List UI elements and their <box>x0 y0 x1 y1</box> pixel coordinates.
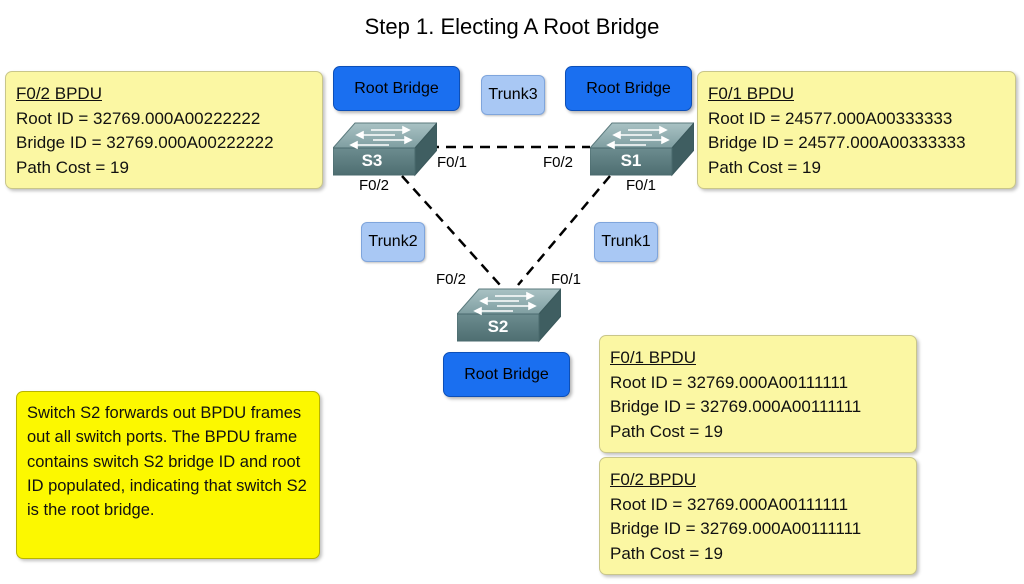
trunk1-label: Trunk1 <box>594 222 658 262</box>
diagram-title: Step 1. Electing A Root Bridge <box>364 14 660 39</box>
bpdu-bridge-id: Bridge ID = 32769.000A00222222 <box>16 133 274 152</box>
switch-s3[interactable]: S3 <box>333 122 437 176</box>
bpdu-header: F0/2 BPDU <box>16 84 102 103</box>
port-s2-f01: F0/1 <box>551 271 582 288</box>
port-s3-f02: F0/2 <box>359 177 390 194</box>
port-s3-f01: F0/1 <box>437 154 468 171</box>
bpdu-root-id: Root ID = 32769.000A00222222 <box>16 108 261 128</box>
bpdu-header: F0/1 BPDU <box>610 348 696 367</box>
switch-s3-label: S3 <box>362 151 383 170</box>
bpdu-path-cost: Path Cost = 19 <box>708 157 821 177</box>
root-bridge-s1: Root Bridge <box>565 66 692 111</box>
switch-s2[interactable]: S2 <box>457 288 561 342</box>
switch-s1[interactable]: S1 <box>590 122 694 176</box>
explanation-note: Switch S2 forwards out BPDU frames out a… <box>16 391 320 559</box>
bpdu-root-id: Root ID = 32769.000A00111111 <box>610 494 849 514</box>
bpdu-path-cost: Path Cost = 19 <box>610 543 723 563</box>
bpdu-root-id: Root ID = 24577.000A00333333 <box>708 108 953 128</box>
switch-s1-label: S1 <box>621 151 642 170</box>
bpdu-bridge-id: Bridge ID = 24577.000A00333333 <box>708 133 966 152</box>
trunk1-link <box>517 175 611 286</box>
trunk3-label: Trunk3 <box>481 75 545 115</box>
bpdu-box-s3-f02: F0/2 BPDU Root ID = 32769.000A00222222 B… <box>5 71 323 189</box>
bpdu-path-cost: Path Cost = 19 <box>610 421 723 441</box>
switch-s2-label: S2 <box>488 317 509 336</box>
bpdu-box-s2-f01: F0/1 BPDU Root ID = 32769.000A00111111 B… <box>599 335 917 453</box>
bpdu-path-cost: Path Cost = 19 <box>16 157 129 177</box>
port-s1-f01: F0/1 <box>626 177 657 194</box>
root-bridge-s2: Root Bridge <box>443 352 570 397</box>
bpdu-root-id: Root ID = 32769.000A00111111 <box>610 372 849 392</box>
bpdu-bridge-id: Bridge ID = 32769.000A00111111 <box>610 397 862 416</box>
bpdu-box-s1-f01: F0/1 BPDU Root ID = 24577.000A00333333 B… <box>697 71 1016 189</box>
bpdu-header: F0/2 BPDU <box>610 470 696 489</box>
bpdu-bridge-id: Bridge ID = 32769.000A00111111 <box>610 519 862 538</box>
port-s1-f02: F0/2 <box>543 154 574 171</box>
bpdu-box-s2-f02: F0/2 BPDU Root ID = 32769.000A00111111 B… <box>599 457 917 575</box>
root-bridge-s3: Root Bridge <box>333 66 460 111</box>
trunk2-link <box>401 175 501 286</box>
port-s2-f02: F0/2 <box>436 271 467 288</box>
bpdu-header: F0/1 BPDU <box>708 84 794 103</box>
trunk2-label: Trunk2 <box>361 222 425 262</box>
